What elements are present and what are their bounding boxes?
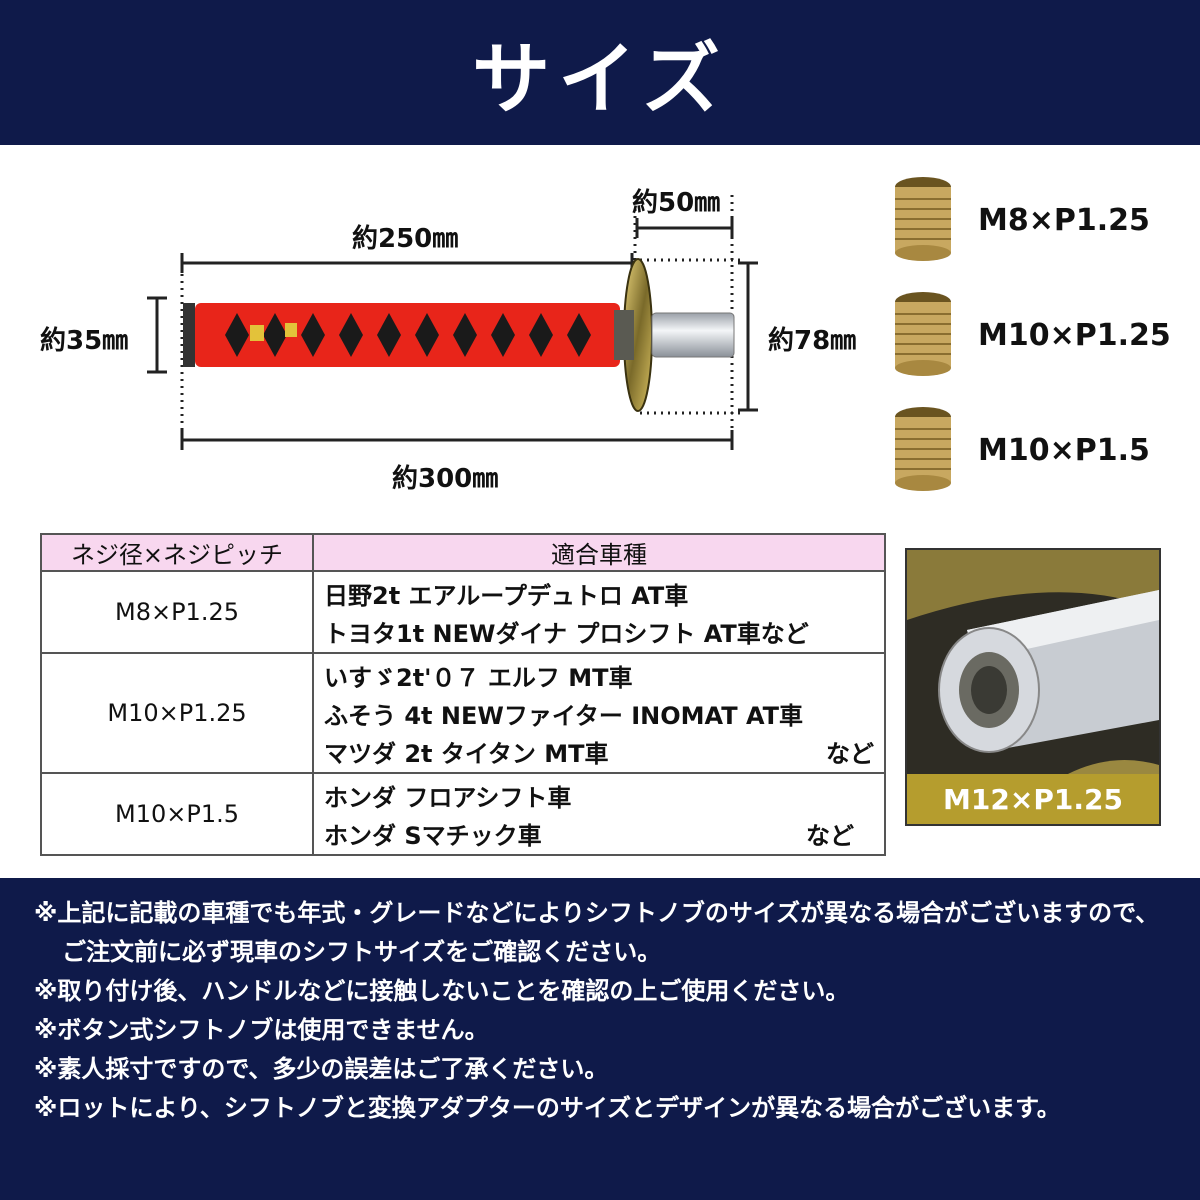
adapter-list: M8×P1.25 M10×P1.25 M10×P1.5: [890, 160, 1200, 520]
knob-grip: [183, 303, 620, 367]
model-suffix: など: [826, 739, 874, 768]
table-cell-pitch: M8×P1.25: [40, 570, 314, 654]
model-line: ふそう 4t NEWファイター INOMAT AT車: [324, 694, 874, 732]
header-banner: サイズ: [0, 0, 1200, 145]
model-suffix: など: [806, 821, 854, 850]
closeup-caption: M12×P1.25: [907, 774, 1159, 824]
model-text: トヨタ1t NEWダイナ プロシフト AT車など: [324, 619, 809, 648]
table-row: M10×P1.25 いすゞ2t'０７ エルフ MT車 ふそう 4t NEWファイ…: [40, 652, 886, 774]
adapter-item: M8×P1.25: [890, 175, 1150, 265]
knob-guard: [614, 258, 653, 412]
table-header-pitch: ネジ径×ネジピッチ: [40, 533, 314, 572]
model-line: 日野2t エアループデュトロ AT車: [324, 574, 874, 612]
adapter-label: M8×P1.25: [978, 202, 1150, 238]
dimension-grip-diameter: 約35㎜: [40, 326, 129, 356]
model-line: ホンダ Sマチック車 など: [324, 814, 874, 852]
table-header-models: 適合車種: [312, 533, 886, 572]
adapter-item: M10×P1.5: [890, 405, 1150, 495]
table-header-row: ネジ径×ネジピッチ 適合車種: [40, 533, 886, 572]
dimension-guard-length: 約50㎜: [632, 188, 721, 218]
model-line: いすゞ2t'０７ エルフ MT車: [324, 656, 874, 694]
table-cell-models: 日野2t エアループデュトロ AT車 トヨタ1t NEWダイナ プロシフト AT…: [312, 570, 886, 654]
model-line: トヨタ1t NEWダイナ プロシフト AT車など: [324, 612, 874, 650]
table-cell-models: ホンダ フロアシフト車 ホンダ Sマチック車 など: [312, 772, 886, 856]
adapter-label: M10×P1.25: [978, 317, 1171, 353]
note-item: ※ロットにより、シフトノブと変換アダプターのサイズとデザインが異なる場合がござい…: [34, 1094, 1061, 1122]
table-cell-models: いすゞ2t'０７ エルフ MT車 ふそう 4t NEWファイター INOMAT …: [312, 652, 886, 774]
dimension-total-length: 約300㎜: [392, 464, 499, 494]
compatibility-table: ネジ径×ネジピッチ 適合車種 M8×P1.25 日野2t エアループデュトロ A…: [40, 533, 886, 856]
model-text: いすゞ2t'０７ エルフ MT車: [324, 663, 633, 692]
page-title: サイズ: [472, 33, 728, 125]
note-item: ※ボタン式シフトノブは使用できません。: [34, 1016, 489, 1044]
note-item: ※取り付け後、ハンドルなどに接触しないことを確認の上ご使用ください。: [34, 977, 850, 1005]
notes-panel: ※上記に記載の車種でも年式・グレードなどによりシフトノブのサイズが異なる場合がご…: [0, 878, 1200, 1200]
table-cell-pitch: M10×P1.25: [40, 652, 314, 774]
model-text: ホンダ フロアシフト車: [324, 783, 572, 812]
adapter-label: M10×P1.5: [978, 432, 1150, 468]
model-text: ふそう 4t NEWファイター INOMAT AT車: [324, 701, 804, 730]
thread-closeup-photo: M12×P1.25: [905, 548, 1161, 826]
model-text: ホンダ Sマチック車: [324, 821, 542, 850]
model-line: マツダ 2t タイタン MT車 など: [324, 732, 874, 770]
adapter-item: M10×P1.25: [890, 290, 1171, 380]
adapter-icon: [895, 407, 951, 491]
note-item: ※上記に記載の車種でも年式・グレードなどによりシフトノブのサイズが異なる場合がご…: [34, 899, 1160, 966]
knob-shaft: [651, 312, 735, 358]
table-cell-pitch: M10×P1.5: [40, 772, 314, 856]
adapter-icon: [895, 177, 951, 261]
table-row: M10×P1.5 ホンダ フロアシフト車 ホンダ Sマチック車 など: [40, 772, 886, 856]
model-text: 日野2t エアループデュトロ AT車: [324, 581, 689, 610]
model-line: ホンダ フロアシフト車: [324, 776, 874, 814]
dimension-grip-length: 約250㎜: [352, 224, 459, 254]
dimension-guard-diameter: 約78㎜: [768, 326, 857, 356]
note-item: ※素人採寸ですので、多少の誤差はご了承ください。: [34, 1055, 609, 1083]
adapter-icon: [895, 292, 951, 376]
model-text: マツダ 2t タイタン MT車: [324, 739, 609, 768]
table-row: M8×P1.25 日野2t エアループデュトロ AT車 トヨタ1t NEWダイナ…: [40, 570, 886, 654]
shift-knob-diagram: [147, 195, 758, 450]
